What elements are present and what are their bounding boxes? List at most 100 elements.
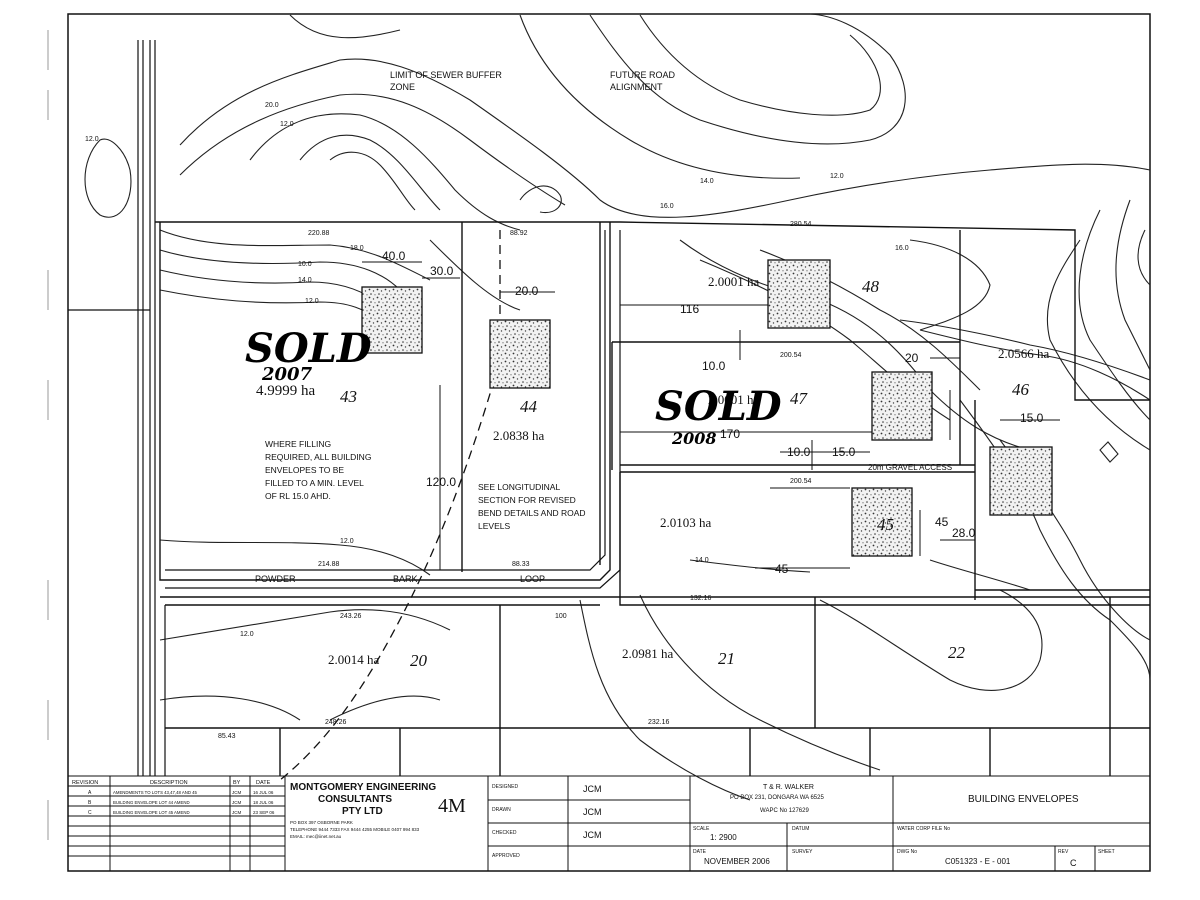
dim-120: 120.0 <box>426 475 456 489</box>
drawn-value: JCM <box>583 807 602 817</box>
contour-label: 16.0 <box>895 245 909 252</box>
longitudinal-note-line-2: SECTION FOR REVISED <box>478 495 576 505</box>
company-name-3: PTY LTD <box>342 806 383 817</box>
road-name-powder: POWDER <box>255 574 296 584</box>
lot-46-number: 46 <box>1012 380 1030 399</box>
contour-label: 12.0 <box>340 538 354 545</box>
date-value: NOVEMBER 2006 <box>704 857 770 866</box>
longitudinal-note-line-4: LEVELS <box>478 521 510 531</box>
rev-col-revision: REVISION <box>72 780 98 786</box>
date-label: DATE <box>693 849 707 855</box>
building-envelope-45 <box>851 487 913 557</box>
contour-labels: 20.0 12.0 14.0 16.0 18.0 10.0 12.0 14.0 … <box>85 102 909 638</box>
bearing-12: 85.43 <box>218 733 236 740</box>
lot-48-number: 48 <box>862 277 880 296</box>
revision-row-desc: BUILDING ENVELOPE LOT 44 AMEND <box>113 800 190 805</box>
rev-col-description: DESCRIPTION <box>150 780 188 786</box>
road-name: POWDER BARK LOOP <box>255 574 545 584</box>
lot-47-area: 2.0001 ha <box>708 392 760 407</box>
revision-row-rev: C <box>88 810 92 816</box>
sheet-border <box>67 13 1151 872</box>
revision-row-by: JCM <box>232 810 241 815</box>
lot-20-number: 20 <box>410 651 428 670</box>
client-block: T & R. WALKER PO BOX 231, DONGARA WA 652… <box>693 784 824 866</box>
bearing-5: 214.88 <box>318 561 340 568</box>
sold-text-1: SOLD <box>245 325 372 372</box>
bearing-1: 220.88 <box>308 230 330 237</box>
longitudinal-note-line-1: SEE LONGITUDINAL <box>478 482 560 492</box>
bearing-13: 100 <box>555 613 567 620</box>
building-envelope-46 <box>989 446 1053 516</box>
lot-20-area: 2.0014 ha <box>328 652 380 667</box>
contour-label: 16.0 <box>660 203 674 210</box>
sold-mark-lot-43: SOLD 2007 <box>245 325 372 385</box>
company-name-2: CONSULTANTS <box>318 794 392 805</box>
lot-labels: 4.9999 ha 43 44 2.0838 ha 2.0001 ha 47 2… <box>256 274 1050 670</box>
road-name-loop: LOOP <box>520 574 545 584</box>
client-address: PO BOX 231, DONGARA WA 6525 <box>730 795 824 801</box>
drawn-label: DRAWN <box>492 807 511 813</box>
annotation-sewer-buffer: LIMIT OF SEWER BUFFER ZONE <box>390 70 502 92</box>
bearing-2: 88.92 <box>510 230 528 237</box>
revision-row-by: JCM <box>232 790 241 795</box>
drawing-title-block: BUILDING ENVELOPES WATER CORP FILE No DW… <box>897 794 1115 868</box>
title-block: REVISION DESCRIPTION BY DATE A AMENDMENT… <box>67 775 1151 872</box>
dim-45b: 45 <box>775 562 789 576</box>
bearing-3: 280.54 <box>790 221 812 228</box>
company-block: MONTGOMERY ENGINEERING CONSULTANTS PTY L… <box>290 782 466 839</box>
contour-label: 12.0 <box>280 121 294 128</box>
company-phone: TELEPHONE 9444 7333 FAX 9444 4255 MOBILE… <box>290 827 420 832</box>
lot-22-number: 22 <box>948 643 966 662</box>
lot-21-area: 2.0981 ha <box>622 646 674 661</box>
lot-45-number: 45 <box>877 515 894 534</box>
revision-row-desc: BUILDING ENVELOPE LOT 45 AMEND <box>113 810 190 815</box>
filling-note: WHERE FILLING REQUIRED, ALL BUILDING ENV… <box>265 439 371 501</box>
dim-116: 116 <box>680 302 699 316</box>
revision-row-by: JCM <box>232 800 241 805</box>
lot-44-number: 44 <box>520 397 538 416</box>
dwg-no-label: DWG No <box>897 849 917 855</box>
lot-46-area: 2.0566 ha <box>998 346 1050 361</box>
dim-40: 40.0 <box>382 249 406 263</box>
water-corp-file-label: WATER CORP FILE No <box>897 826 950 832</box>
dim-10b: 10.0 <box>787 445 811 459</box>
lot-43-number: 43 <box>340 387 357 406</box>
lot-43-area: 4.9999 ha <box>256 383 316 399</box>
contour-label: 12.0 <box>85 136 99 143</box>
dim-28: 28.0 <box>952 526 976 540</box>
building-envelope-47 <box>871 371 933 441</box>
revision-row-date: 23 SEP 06 <box>253 810 275 815</box>
powder-bark-loop <box>164 230 621 776</box>
contour-label: 14.0 <box>700 178 714 185</box>
bearing-10: 232.16 <box>648 719 670 726</box>
dim-45a: 45 <box>935 515 949 529</box>
lot-48-area: 2.0001 ha <box>708 274 760 289</box>
contour-label: 18.0 <box>350 245 364 252</box>
sold-year-1: 2007 <box>261 364 313 385</box>
contour-label: 20.0 <box>265 102 279 109</box>
dim-20b: 20 <box>905 351 919 365</box>
approval-block: DESIGNED JCM DRAWN JCM CHECKED JCM APPRO… <box>492 784 602 859</box>
lot-21-number: 21 <box>718 649 735 668</box>
bearing-8: 132.16 <box>690 595 712 602</box>
west-road-reserve <box>68 40 156 776</box>
revision-row-date: 16 JUL 06 <box>253 790 274 795</box>
scale-value: 1: 2900 <box>710 833 737 842</box>
bearing-6: 88.33 <box>512 561 530 568</box>
dim-20: 20.0 <box>515 284 539 298</box>
contour-label: 14.0 <box>298 277 312 284</box>
sheet-label: SHEET <box>1098 849 1115 855</box>
contour-label: 12.0 <box>830 173 844 180</box>
future-road-label-1: FUTURE ROAD <box>610 70 676 80</box>
bearing-7: 200.54 <box>790 478 812 485</box>
sold-text-2: SOLD <box>655 383 782 430</box>
rev-value: C <box>1070 858 1077 868</box>
company-email: EMAIL: mec@iinet.net.au <box>290 834 342 839</box>
dimension-lines <box>362 261 1060 570</box>
annotation-future-road: FUTURE ROAD ALIGNMENT <box>610 70 676 92</box>
contour-label: 12.0 <box>240 631 254 638</box>
building-envelope-48 <box>767 259 831 329</box>
contour-label: 10.0 <box>298 261 312 268</box>
sold-year-2: 2008 <box>671 429 717 448</box>
